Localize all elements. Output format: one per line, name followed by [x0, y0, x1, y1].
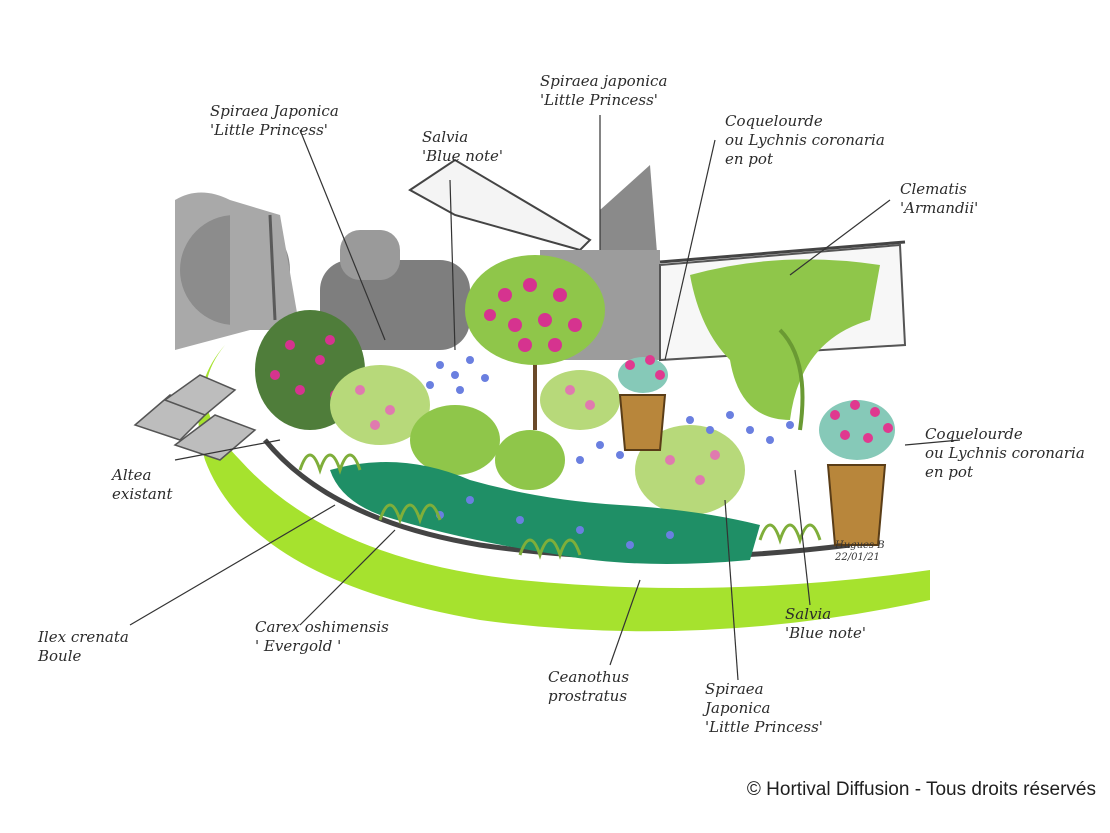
copyright-notice: © Hortival Diffusion - Tous droits réser…	[746, 779, 1096, 800]
label-ilex: Ilex crenata Boule	[38, 628, 129, 665]
coquelourde-pot-center	[618, 355, 668, 451]
artist-signature: Hugues B 22/01/21	[835, 540, 885, 563]
background-grey-vegetation	[175, 192, 470, 350]
label-coquelourde-right: Coquelourde ou Lychnis coronaria en pot	[925, 425, 1085, 481]
paving-stones	[133, 374, 257, 461]
leader-lines	[129, 115, 961, 681]
standard-rose-tree	[465, 255, 605, 430]
clematis-climber	[690, 259, 880, 431]
label-carex: Carex oshimensis ' Evergold '	[255, 618, 389, 655]
ilex-ceanothus-band	[330, 462, 760, 564]
label-spiraea-top-center: Spiraea japonica 'Little Princess'	[540, 72, 668, 109]
label-salvia-top: Salvia 'Blue note'	[422, 128, 503, 165]
coquelourde-pot-right	[819, 400, 895, 546]
label-salvia-bottom: Salvia 'Blue note'	[785, 605, 866, 642]
lawn	[198, 345, 931, 632]
salvia-plants	[426, 356, 794, 464]
label-ceanothus: Ceanothus prostratus	[548, 668, 630, 705]
label-spiraea-top-left: Spiraea Japonica 'Little Princess'	[210, 102, 339, 139]
green-mounds	[410, 405, 565, 490]
spiraea-shrubs	[330, 365, 745, 515]
label-altea: Altea existant	[112, 466, 173, 503]
label-spiraea-bottom: Spiraea Japonica 'Little Princess'	[705, 680, 823, 736]
label-coquelourde-top: Coquelourde ou Lychnis coronaria en pot	[725, 112, 885, 168]
label-clematis: Clematis 'Armandii'	[900, 180, 979, 217]
carex-grasses	[298, 453, 822, 560]
